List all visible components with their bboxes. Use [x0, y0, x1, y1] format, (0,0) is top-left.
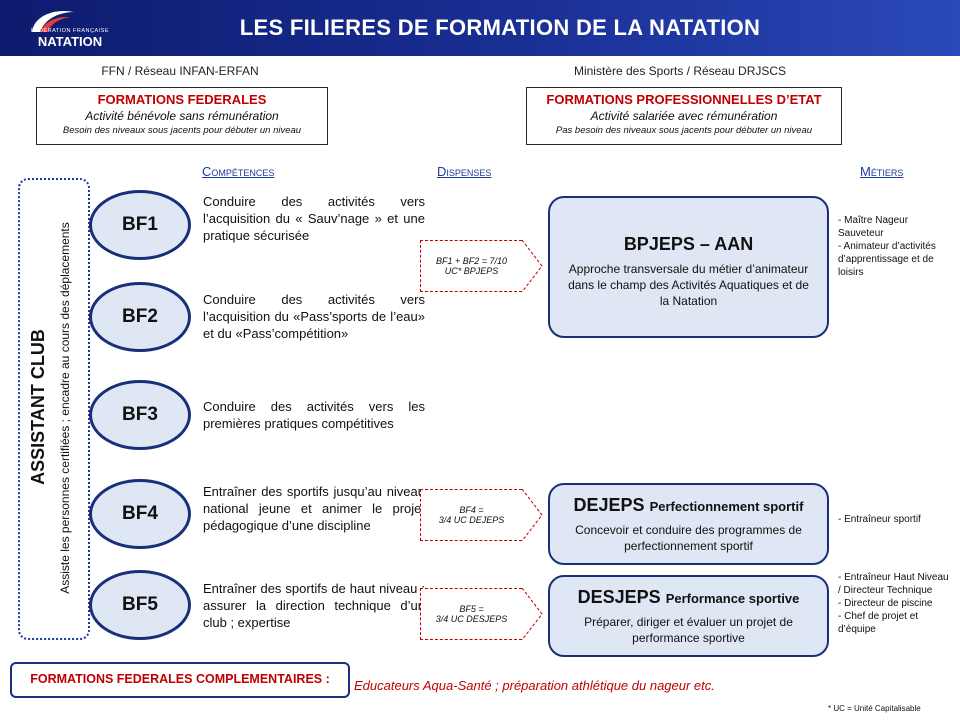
job-item: - Directeur de piscine [838, 598, 933, 609]
diploma-subtitle: Perfectionnement sportif [649, 499, 804, 514]
oval-label: BF5 [122, 594, 158, 615]
footnote: * UC = Unité Capitalisable [828, 704, 921, 713]
arrow-right-icon [522, 489, 543, 541]
competence-bf2: Conduire des activités vers l’acquisitio… [203, 292, 425, 341]
assistant-club-subtitle: Assiste les personnes certifiées ; encad… [58, 222, 72, 594]
assistant-club-panel [18, 178, 90, 640]
competence-bf4: Entraîner des sportifs jusqu’au niveau n… [203, 484, 425, 533]
job-item: - Chef de projet et d’équipe [838, 611, 919, 635]
competences-header: Compétences [202, 164, 275, 179]
ffn-logo-icon [32, 10, 74, 32]
complementary-formations-box: FORMATIONS FEDERALES COMPLEMENTAIRES : [10, 662, 350, 698]
jobs-desjeps: - Entraîneur Haut Niveau / Directeur Tec… [838, 571, 953, 636]
arrow-right-icon [522, 588, 543, 640]
job-item: - Entraîneur Haut Niveau / Directeur Tec… [838, 572, 949, 596]
oval-bf3: BF3 [89, 380, 191, 450]
jobs-dejeps: - Entraîneur sportif [838, 513, 953, 526]
metiers-header: Métiers [860, 164, 904, 179]
job-item: - Maître Nageur Sauveteur [838, 215, 909, 239]
complementary-formations-text: Educateurs Aqua-Santé ; préparation athl… [354, 678, 715, 693]
oval-label: BF4 [122, 503, 158, 524]
logo-subtitle: FÉDÉRATION FRANÇAISE [30, 28, 110, 34]
diploma-subtitle: Performance sportive [665, 591, 800, 606]
competence-bf5: Entraîner des sportifs de haut niveau ; … [203, 581, 425, 630]
left-network-label: FFN / Réseau INFAN-ERFAN [101, 64, 259, 78]
oval-label: BF2 [122, 306, 158, 327]
dispense-dejeps: BF4 = 3/4 UC DEJEPS [420, 489, 522, 541]
federal-title: FORMATIONS FEDERALES [97, 92, 267, 107]
federal-formations-box: FORMATIONS FEDERALES Activité bénévole s… [36, 87, 328, 145]
header-bar [0, 0, 960, 56]
assistant-club-title: ASSISTANT CLUB [28, 329, 48, 485]
diploma-description: Concevoir et conduire des programmes de … [575, 523, 802, 553]
oval-bf4: BF4 [89, 479, 191, 549]
pro-line1: Activité salariée avec rémunération [590, 109, 778, 123]
diploma-description: Approche transversale du métier d’animat… [568, 262, 809, 308]
dispense-bpjeps: BF1 + BF2 = 7/10 UC* BPJEPS [420, 240, 522, 292]
dispense-line2: UC* BPJEPS [444, 266, 499, 276]
oval-label: BF1 [122, 214, 158, 235]
oval-bf1: BF1 [89, 190, 191, 260]
oval-label: BF3 [122, 404, 158, 425]
oval-bf5: BF5 [89, 570, 191, 640]
logo-title: NATATION [37, 34, 103, 49]
jobs-bpjeps: - Maître Nageur Sauveteur - Animateur d’… [838, 214, 953, 279]
oval-bf2: BF2 [89, 282, 191, 352]
dispense-line1: BF1 + BF2 = 7/10 [435, 256, 508, 266]
dispense-line1: BF4 = [459, 505, 484, 515]
diploma-description: Préparer, diriger et évaluer un projet d… [584, 615, 793, 645]
page-title: LES FILIERES DE FORMATION DE LA NATATION [239, 15, 761, 40]
diploma-desjeps: DESJEPS Performance sportive Préparer, d… [548, 575, 829, 657]
diploma-dejeps: DEJEPS Perfectionnement sportif Concevoi… [548, 483, 829, 565]
competence-bf1: Conduire des activités vers l’acquisitio… [203, 194, 425, 243]
diploma-title: DEJEPS [573, 495, 645, 515]
dispense-line1: BF5 = [459, 604, 484, 614]
diploma-title: BPJEPS – AAN [623, 234, 754, 254]
diploma-bpjeps: BPJEPS – AAN Approche transversale du mé… [548, 196, 829, 338]
competence-bf3: Conduire des activités vers les première… [203, 399, 425, 431]
pro-formations-box: FORMATIONS PROFESSIONNELLES D’ETAT Activ… [526, 87, 842, 145]
arrow-right-icon [522, 240, 543, 292]
diploma-title: DESJEPS [577, 587, 661, 607]
job-item: - Entraîneur sportif [838, 514, 921, 525]
job-item: - Animateur d’activités d’apprentissage … [838, 241, 936, 278]
pro-line2: Pas besoin des niveaux sous jacents pour… [555, 125, 813, 136]
dispense-line2: 3/4 UC DEJEPS [438, 515, 505, 525]
dispense-line2: 3/4 UC DESJEPS [435, 614, 508, 624]
right-network-label: Ministère des Sports / Réseau DRJSCS [573, 64, 787, 78]
dispenses-header: Dispenses [437, 164, 492, 179]
pro-title: FORMATIONS PROFESSIONNELLES D’ETAT [546, 92, 822, 107]
federal-line1: Activité bénévole sans rémunération [85, 109, 279, 123]
dispense-desjeps: BF5 = 3/4 UC DESJEPS [420, 588, 522, 640]
federal-line2: Besoin des niveaux sous jacents pour déb… [62, 125, 302, 136]
